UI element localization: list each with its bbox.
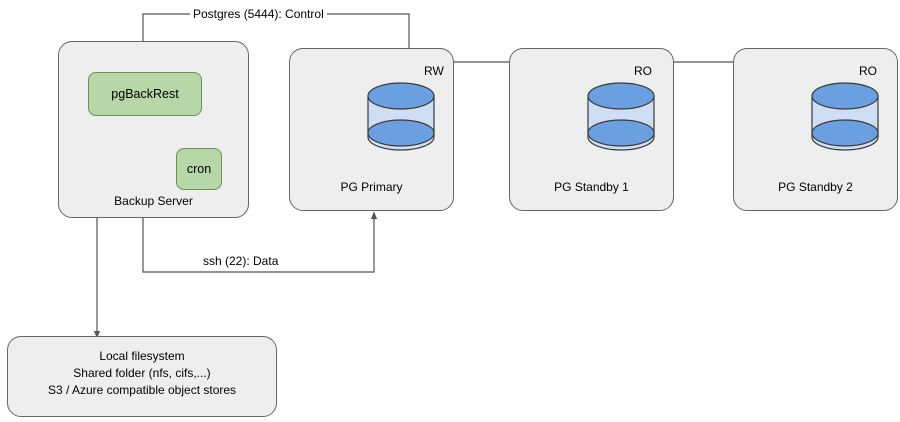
process-cron-label: cron	[186, 162, 212, 176]
storage-line-1: Local filesystem	[99, 349, 185, 363]
database-icon-primary[interactable]	[367, 82, 435, 151]
process-pgbackrest-label: pgBackRest	[111, 87, 179, 101]
edge-label-control: Postgres (5444): Control	[190, 7, 327, 21]
host-pg-standby-1-label: PG Standby 1	[554, 180, 629, 194]
database-icon-standby-1[interactable]	[587, 82, 655, 151]
db-mode-label-primary: RW	[424, 64, 444, 78]
storage-line-3: S3 / Azure compatible object stores	[47, 383, 237, 397]
process-pgbackrest[interactable]: pgBackRest	[88, 72, 202, 116]
host-pg-primary-label: PG Primary	[340, 180, 403, 194]
storage-line-2: Shared folder (nfs, cifs,...)	[73, 366, 211, 380]
db-mode-label-standby-2: RO	[859, 64, 877, 78]
process-cron[interactable]: cron	[176, 148, 222, 190]
database-icon-standby-2[interactable]	[811, 82, 879, 151]
host-backup-server-label: Backup Server	[114, 194, 193, 208]
db-mode-label-standby-1: RO	[634, 64, 652, 78]
edge-label-data: ssh (22): Data	[200, 254, 282, 268]
storage-backup-targets[interactable]: Local filesystem Shared folder (nfs, cif…	[7, 336, 277, 417]
host-pg-standby-2-label: PG Standby 2	[778, 180, 853, 194]
